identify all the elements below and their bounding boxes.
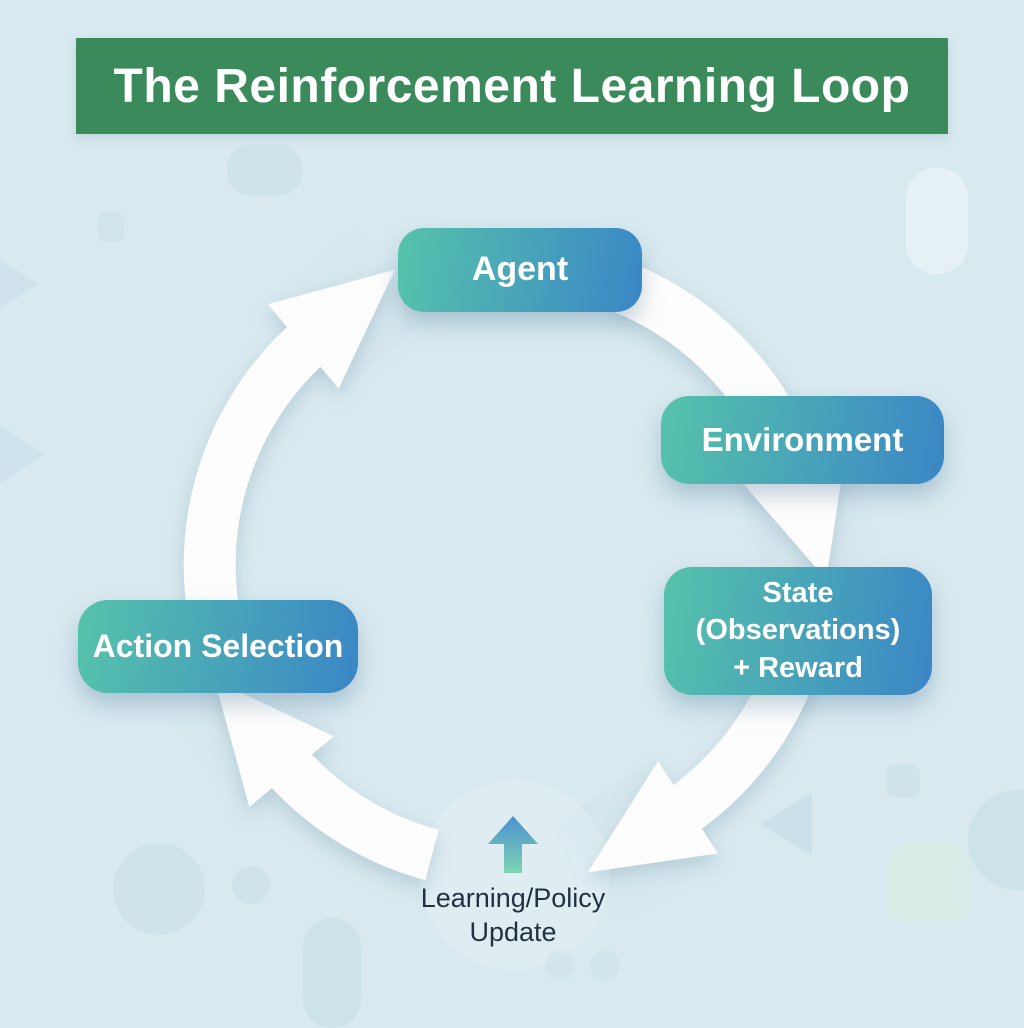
arrow-action-selection-to-agent [183, 269, 395, 650]
title-banner: The Reinforcement Learning Loop [76, 38, 948, 134]
node-state-reward-label: State (Observations) + Reward [695, 577, 901, 684]
policy-update-arrow-icon [488, 816, 538, 873]
arrow-update-to-action-selection [214, 680, 440, 881]
page-title: The Reinforcement Learning Loop [113, 59, 911, 113]
node-state-reward: State (Observations) + Reward [664, 567, 932, 695]
policy-update-label: Learning/Policy Update [420, 883, 606, 947]
node-environment-label: Environment [701, 420, 904, 458]
node-environment: Environment [661, 396, 944, 484]
node-agent: Agent [398, 228, 642, 312]
node-agent-label: Agent [471, 250, 569, 289]
node-action-selection-label: Action Selection [92, 628, 344, 665]
node-action-selection: Action Selection [78, 600, 358, 693]
